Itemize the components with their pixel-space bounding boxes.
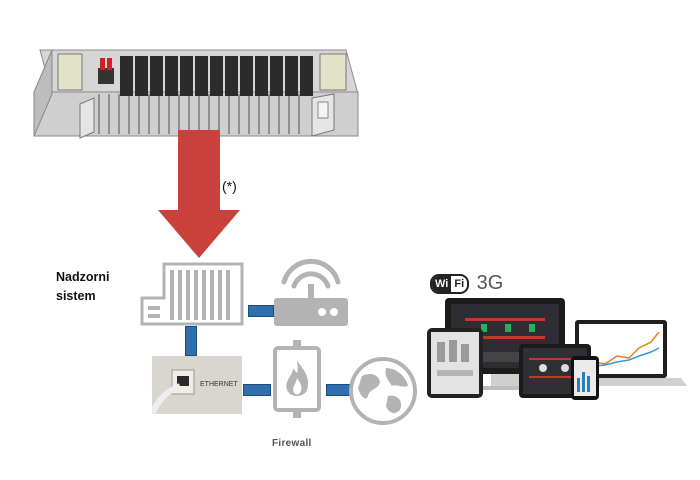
globe-icon xyxy=(349,357,417,425)
remote-devices-illustration xyxy=(427,298,687,400)
footnote-marker: (*) xyxy=(222,178,237,194)
link-plc-router xyxy=(248,305,274,317)
wifi-text-wi: Wi xyxy=(432,275,452,292)
wifi-text-fi: Fi xyxy=(454,277,465,290)
ethernet-port-photo: ETHERNET xyxy=(152,356,242,414)
monitoring-label-line2: sistem xyxy=(56,289,96,303)
firewall-label: Firewall xyxy=(272,438,312,449)
battery-container-illustration xyxy=(33,49,359,139)
monitoring-label-line1: Nadzorni xyxy=(56,270,110,284)
ethernet-label: ETHERNET xyxy=(200,381,238,388)
link-plc-ethernet xyxy=(185,326,197,356)
plc-controller-icon xyxy=(140,262,244,326)
downward-arrow xyxy=(158,130,240,258)
firewall-icon xyxy=(273,340,321,418)
mobile-3g-label: 3G xyxy=(476,272,504,294)
monitoring-system-label: Nadzorni sistem xyxy=(56,268,109,306)
wifi-3g-logo: Wi Fi 3G xyxy=(430,272,550,294)
wifi-badge: Wi Fi xyxy=(430,273,470,294)
router-icon xyxy=(274,258,348,326)
link-ethernet-firewall xyxy=(243,384,271,396)
